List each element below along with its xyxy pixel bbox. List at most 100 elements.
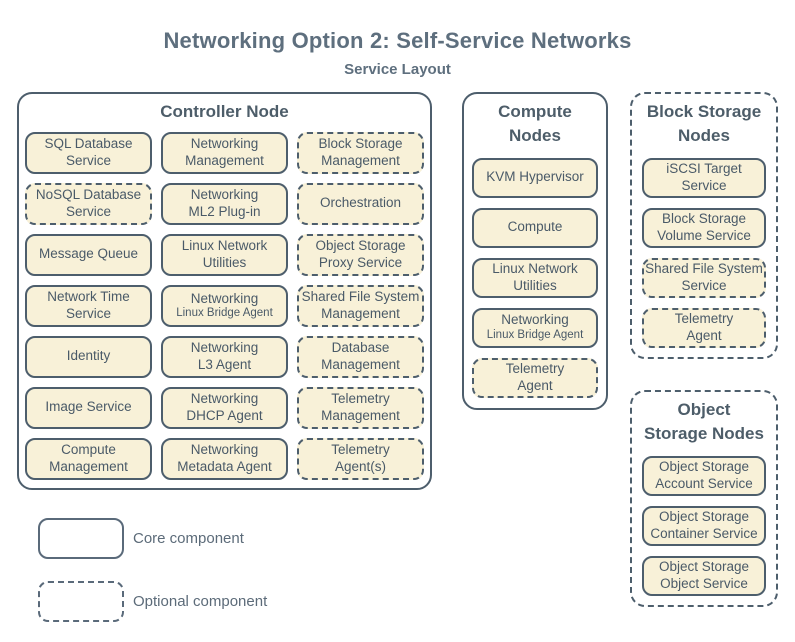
legend-optional-label: Optional component <box>133 593 268 610</box>
group-title-text: Object <box>677 400 731 419</box>
group-title-text: Controller Node <box>160 102 289 121</box>
service-shared-file-system-service: Shared File System Service <box>642 257 766 298</box>
service-label-line2: Management <box>321 305 400 321</box>
service-telemetry-agents: Telemetry Agent(s) <box>297 437 424 480</box>
service-label: Database <box>331 340 390 356</box>
service-label-line2: Service <box>65 305 111 321</box>
service-label-line2: L3 Agent <box>197 356 252 372</box>
service-database-management: Database Management <box>297 335 424 378</box>
service-networking-management: Networking Management <box>161 131 288 174</box>
service-sql-database-service: SQL Database Service <box>25 131 152 174</box>
service-networking-l3-agent: Networking L3 Agent <box>161 335 288 378</box>
service-label-line2: Management <box>49 458 128 474</box>
service-label-line2: Object Service <box>660 575 748 591</box>
service-label: Networking <box>190 290 259 306</box>
service-label: Message Queue <box>38 246 139 262</box>
service-label: iSCSI Target <box>666 160 742 176</box>
service-label-line2: Service <box>681 277 727 293</box>
service-sublabel: Linux Bridge Agent <box>486 329 584 342</box>
service-compute: Compute <box>472 207 598 248</box>
block-storage-services-stack: iSCSI Target Service Block Storage Volum… <box>632 148 776 348</box>
service-image-service: Image Service <box>25 386 152 429</box>
service-object-storage-container-service: Object Storage Container Service <box>642 505 766 546</box>
service-telemetry-agent-block: Telemetry Agent <box>642 307 766 348</box>
service-label-line2: Container Service <box>650 525 758 541</box>
service-label: Object Storage <box>658 508 750 524</box>
service-orchestration: Orchestration <box>297 182 424 225</box>
service-networking-dhcp-agent: Networking DHCP Agent <box>161 386 288 429</box>
service-label: Object Storage <box>658 558 750 574</box>
service-label-line2: ML2 Plug-in <box>188 203 261 219</box>
service-message-queue: Message Queue <box>25 233 152 276</box>
service-label-line2: Management <box>321 356 400 372</box>
service-label-line2: Service <box>681 177 727 193</box>
group-title-compute-nodes: Compute Nodes <box>464 94 606 148</box>
service-label: Networking <box>190 391 259 407</box>
service-label: Object Storage <box>315 238 406 254</box>
group-title-block-storage-nodes: Block Storage Nodes <box>632 94 776 148</box>
service-label: NoSQL Database <box>35 187 142 203</box>
group-title-controller-node: Controller Node <box>19 94 430 124</box>
service-telemetry-management: Telemetry Management <box>297 386 424 429</box>
controller-services-grid: SQL Database Service Networking Manageme… <box>19 124 430 488</box>
group-title-text-line2: Storage Nodes <box>644 423 764 443</box>
service-networking-ml2-plugin: Networking ML2 Plug-in <box>161 182 288 225</box>
compute-services-stack: KVM Hypervisor Compute Linux Network Uti… <box>464 148 606 398</box>
service-label: KVM Hypervisor <box>486 169 584 185</box>
service-object-storage-account-service: Object Storage Account Service <box>642 455 766 496</box>
service-networking-linux-bridge-agent: Networking Linux Bridge Agent <box>161 284 288 327</box>
service-label-line2: Agent(s) <box>334 458 387 474</box>
service-label-line2: Volume Service <box>657 227 751 243</box>
legend-core-swatch <box>38 518 124 559</box>
group-title-text-line2: Nodes <box>509 125 561 145</box>
group-controller-node: Controller Node SQL Database Service Net… <box>17 92 432 490</box>
service-nosql-database-service: NoSQL Database Service <box>25 182 152 225</box>
service-label: Object Storage <box>658 458 750 474</box>
legend-optional-swatch <box>38 581 124 622</box>
service-sublabel: Linux Bridge Agent <box>176 307 273 320</box>
service-label: Block Storage <box>318 136 403 152</box>
service-label-line2: Agent <box>517 377 553 393</box>
service-label: Networking <box>190 136 259 152</box>
group-block-storage-nodes: Block Storage Nodes iSCSI Target Service… <box>630 92 778 359</box>
service-label: Block Storage <box>661 210 747 226</box>
service-label: Telemetry <box>331 442 390 458</box>
legend-core-label: Core component <box>133 530 244 547</box>
service-identity: Identity <box>25 335 152 378</box>
service-label: Network Time <box>47 289 130 305</box>
service-label: Orchestration <box>319 195 402 211</box>
service-networking-linux-bridge-agent-compute: Networking Linux Bridge Agent <box>472 307 598 348</box>
service-label: Identity <box>66 348 111 364</box>
service-telemetry-agent-compute: Telemetry Agent <box>472 357 598 398</box>
service-linux-network-utilities-compute: Linux Network Utilities <box>472 257 598 298</box>
service-label: Networking <box>190 187 259 203</box>
service-network-time-service: Network Time Service <box>25 284 152 327</box>
service-label: Networking <box>190 340 259 356</box>
group-compute-nodes: Compute Nodes KVM Hypervisor Compute Lin… <box>462 92 608 410</box>
page-subtitle: Service Layout <box>344 61 451 78</box>
service-label-line2: Metadata Agent <box>177 458 272 474</box>
service-label-line2: Service <box>65 203 111 219</box>
service-label: SQL Database <box>44 136 133 152</box>
object-storage-services-stack: Object Storage Account Service Object St… <box>632 446 776 596</box>
service-kvm-hypervisor: KVM Hypervisor <box>472 157 598 198</box>
group-title-object-storage-nodes: Object Storage Nodes <box>632 392 776 446</box>
service-label: Compute <box>507 219 563 235</box>
service-shared-file-system-management: Shared File System Management <box>297 284 424 327</box>
service-object-storage-object-service: Object Storage Object Service <box>642 555 766 596</box>
service-label: Linux Network <box>181 238 268 254</box>
service-label-line2: Proxy Service <box>318 254 403 270</box>
service-label: Image Service <box>45 399 132 415</box>
service-block-storage-volume-service: Block Storage Volume Service <box>642 207 766 248</box>
service-label-line2: Utilities <box>202 254 247 270</box>
service-label: Telemetry <box>674 310 734 326</box>
service-iscsi-target-service: iSCSI Target Service <box>642 157 766 198</box>
service-label: Compute <box>61 442 116 458</box>
service-label: Shared File System <box>301 289 420 305</box>
service-compute-management: Compute Management <box>25 437 152 480</box>
service-label: Networking <box>501 312 569 328</box>
service-label-line2: Agent <box>686 327 722 343</box>
service-label: Networking <box>190 442 259 458</box>
service-label-line2: DHCP Agent <box>186 407 263 423</box>
